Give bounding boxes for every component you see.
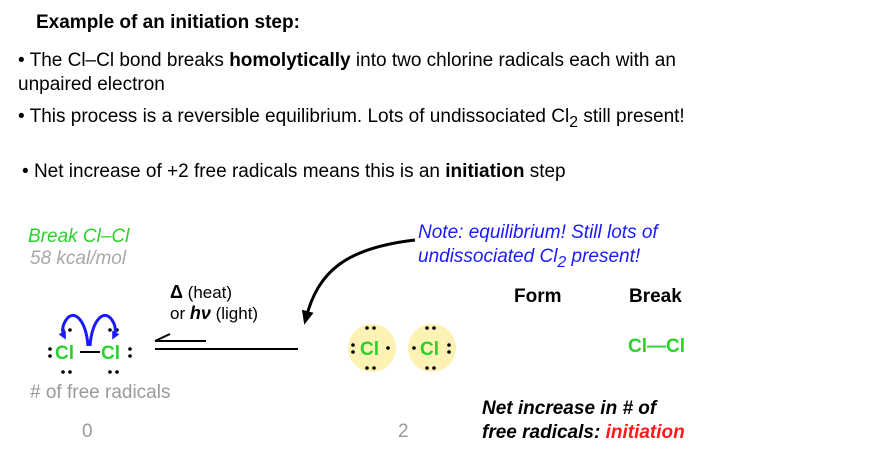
chlorine-radical-2: Cl xyxy=(408,324,456,372)
initiation-highlight: initiation xyxy=(605,422,685,443)
bullet-equilibrium: • This process is a reversible equilibri… xyxy=(18,106,685,132)
lone-pair-dot xyxy=(447,343,451,347)
bullet-text: The Cl–Cl bond breaks xyxy=(29,50,230,71)
bullet-homolytic-line2: unpaired electron xyxy=(18,74,165,95)
light-text: (light) xyxy=(210,304,259,323)
chlorine-atom: Cl xyxy=(420,339,439,360)
lone-pair-dot xyxy=(425,366,429,370)
bullet-text: Net increase of +2 free radicals means t… xyxy=(33,161,446,182)
bullet-marker: • xyxy=(18,50,25,71)
bullet-net-increase: • Net increase of +2 free radicals means… xyxy=(22,161,566,183)
delta-symbol: Δ xyxy=(170,282,183,302)
note-line2: undissociated Cl2 present! xyxy=(418,246,640,272)
bullet-marker: • xyxy=(18,106,25,127)
chlorine-atom: Cl xyxy=(360,339,379,360)
bullet-bold: homolytically xyxy=(229,50,351,71)
lone-pair-dot xyxy=(108,370,112,374)
cl2-molecule: Cl Cl xyxy=(48,328,132,374)
page-title: Example of an initiation step: xyxy=(36,12,300,33)
bullet-text: step xyxy=(524,161,566,182)
note-text: present! xyxy=(566,246,641,267)
note-text: undissociated Cl xyxy=(418,246,558,267)
lone-pair-dot xyxy=(425,326,429,330)
lone-pair-dot xyxy=(48,354,52,358)
bullet-bold: initiation xyxy=(445,161,525,182)
net-line2: free radicals: initiation xyxy=(482,422,685,444)
radicals-label: # of free radicals xyxy=(30,382,171,403)
bullet-text: This process is a reversible equilibrium… xyxy=(29,106,570,127)
reverse-arrow-barb xyxy=(154,333,171,342)
subscript: 2 xyxy=(569,113,579,131)
bullet-text: still present! xyxy=(578,106,685,127)
chlorine-atom-right: Cl xyxy=(101,343,120,364)
lone-pair-dot xyxy=(108,328,112,332)
lone-pair-dot xyxy=(432,366,436,370)
lone-pair-dot xyxy=(61,370,65,374)
chlorine-radical-1: Cl xyxy=(348,324,396,372)
lone-pair-dot xyxy=(351,350,355,354)
note-arrow xyxy=(301,238,416,325)
lone-pair-dot xyxy=(128,347,132,351)
lone-pair-dot xyxy=(48,347,52,351)
lone-pair-dot xyxy=(68,370,72,374)
lone-pair-dot xyxy=(365,326,369,330)
lone-pair-dot xyxy=(68,328,72,332)
equilibrium-arrows xyxy=(154,333,298,350)
lone-pair-dot xyxy=(128,354,132,358)
lone-pair-dot xyxy=(447,350,451,354)
broken-bond: Cl—Cl xyxy=(628,336,685,357)
break-header: Break xyxy=(629,286,682,307)
bullet-marker: • xyxy=(22,161,29,182)
bullet-text: into two chlorine radicals each with an xyxy=(350,50,676,71)
chlorine-atom-left: Cl xyxy=(55,343,74,364)
net-line1: Net increase in # of xyxy=(482,398,657,419)
energy-label: 58 kcal/mol xyxy=(30,248,127,269)
radical-count-left: 0 xyxy=(82,421,93,442)
break-label: Break Cl–Cl xyxy=(28,226,130,247)
hv-symbol: hν xyxy=(189,303,211,323)
radical-count-right: 2 xyxy=(398,421,409,442)
bullet-homolytic: • The Cl–Cl bond breaks homolytically in… xyxy=(18,50,676,72)
heat-text: (heat) xyxy=(182,283,233,302)
radical-highlight xyxy=(348,324,396,372)
fishhook-arrow-right xyxy=(88,313,120,347)
lone-pair-dot xyxy=(351,343,355,347)
radical-highlight xyxy=(408,324,456,372)
form-header: Form xyxy=(514,286,562,307)
lone-pair-dot xyxy=(372,366,376,370)
lone-pair-dot xyxy=(115,370,119,374)
subscript: 2 xyxy=(557,253,567,271)
heat-condition: Δ (heat) xyxy=(170,282,232,303)
unpaired-electron xyxy=(386,346,390,350)
light-condition: or hν (light) xyxy=(170,303,258,324)
net-text: free radicals: xyxy=(482,422,606,443)
note-line1: Note: equilibrium! Still lots of xyxy=(418,222,658,243)
unpaired-electron xyxy=(412,346,416,350)
lone-pair-dot xyxy=(365,366,369,370)
fishhook-arrow-left xyxy=(58,313,90,347)
lone-pair-dot xyxy=(372,326,376,330)
or-text: or xyxy=(170,304,190,323)
lone-pair-dot xyxy=(432,326,436,330)
